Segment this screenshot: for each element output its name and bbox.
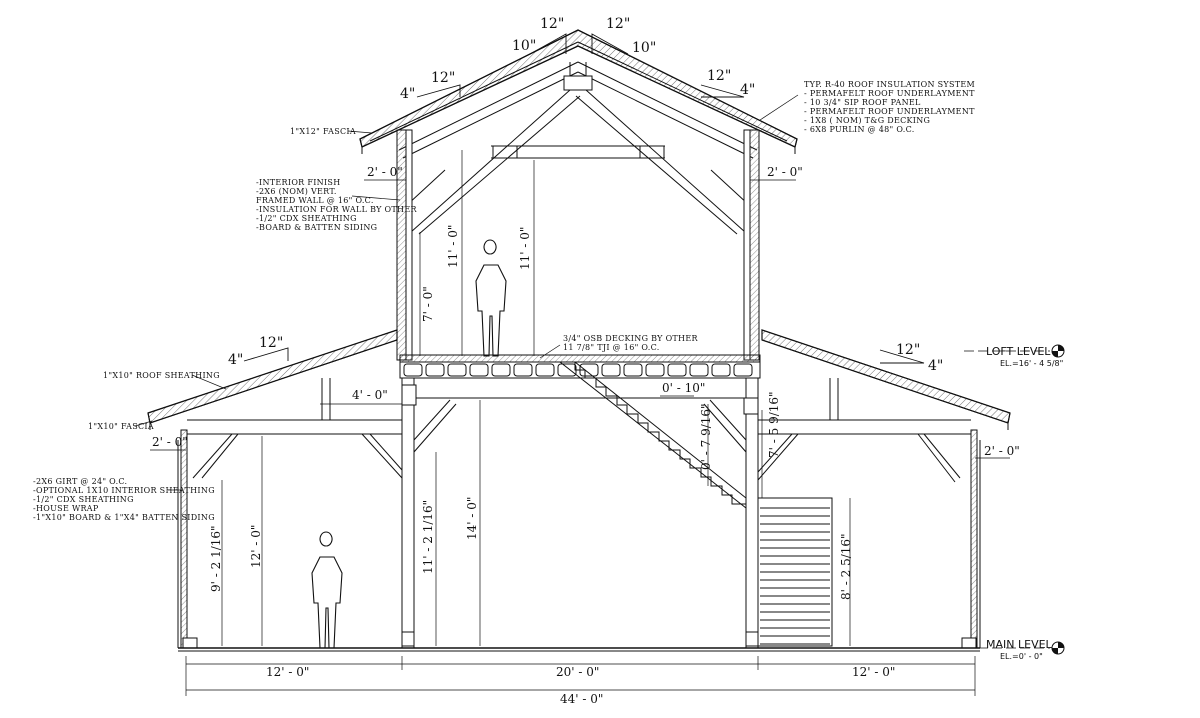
dim-main-post: 11' - 2 1/16" (421, 500, 435, 574)
stair (559, 361, 833, 647)
svg-text:-2X6 (NOM) VERT.: -2X6 (NOM) VERT. (256, 187, 337, 196)
dim-overhang-upper-left: 2' - 0" (367, 165, 403, 179)
upper-trusses (398, 61, 758, 235)
roof-insulation-note: TYP. R-40 ROOF INSULATION SYSTEM - PERMA… (804, 80, 975, 134)
pitch-run-upper-right: 12" (707, 68, 731, 84)
lower-roof-right (761, 329, 1011, 430)
svg-text:- PERMAFELT ROOF UNDERLAYMENT: - PERMAFELT ROOF UNDERLAYMENT (804, 89, 975, 98)
dimension-text: 2' - 0" 2' - 0" 2' - 0" 2' - 0" 4' - 0" … (152, 165, 1020, 706)
svg-text:-2X6 GIRT @ 24" O.C.: -2X6 GIRT @ 24" O.C. (33, 477, 127, 486)
tji-joist (689, 363, 709, 377)
svg-text:3/4" OSB DECKING BY OTHER: 3/4" OSB DECKING BY OTHER (563, 334, 698, 343)
pitch-run-lower-right: 12" (896, 342, 920, 358)
svg-text:-1"X10" BOARD & 1"X4" BATTEN S: -1"X10" BOARD & 1"X4" BATTEN SIDING (33, 513, 215, 522)
dim-post-offset: 4' - 0" (352, 388, 388, 402)
person-main (311, 531, 343, 649)
tji-joist (601, 363, 621, 377)
svg-text:TYP. R-40 ROOF INSULATION SYST: TYP. R-40 ROOF INSULATION SYSTEM (804, 80, 975, 89)
tji-joist (425, 363, 445, 377)
lower-fascia-note: 1"X10" FASCIA (88, 422, 154, 431)
dim-bay-center: 20' - 0" (556, 665, 599, 679)
pitch-rise-right: 10" (632, 40, 656, 56)
dim-lean-to-wall: 9' - 2 1/16" (209, 525, 223, 592)
svg-text:-INSULATION FOR WALL BY OTHER: -INSULATION FOR WALL BY OTHER (256, 205, 417, 214)
leader-lines (134, 94, 799, 491)
pitch-rise-left: 10" (512, 38, 536, 54)
dim-overall: 44' - 0" (560, 692, 603, 706)
svg-text:- 1X8 ( NOM) T&G DECKING: - 1X8 ( NOM) T&G DECKING (804, 116, 930, 125)
tji-joist (535, 363, 555, 377)
tji-joist (513, 363, 533, 377)
svg-text:-1/2" CDX SHEATHING: -1/2" CDX SHEATHING (33, 495, 134, 504)
dim-stair-riser: 0' - 7 9/16" (699, 403, 713, 470)
pitch-rise-upper-right: 4" (740, 82, 755, 98)
dim-lean-to-height: 12' - 0" (249, 525, 263, 568)
tji-joist (733, 363, 753, 377)
upper-roof (359, 29, 798, 154)
tji-joist (469, 363, 489, 377)
svg-text:-HOUSE WRAP: -HOUSE WRAP (33, 504, 99, 513)
loft-level-elevation: EL.=16' - 4 5/8" (1000, 359, 1063, 368)
person-loft (475, 239, 507, 357)
pitch-rise-upper-left: 4" (400, 86, 415, 102)
svg-text:-OPTIONAL 1X10 INTERIOR SHEATH: -OPTIONAL 1X10 INTERIOR SHEATHING (33, 486, 215, 495)
pitch-run-upper-left: 12" (431, 70, 455, 86)
loft-level-label: LOFT LEVEL (986, 345, 1051, 358)
pitch-rise-lower-right: 4" (928, 358, 943, 374)
upper-wall-note: -INTERIOR FINISH -2X6 (NOM) VERT. FRAMED… (256, 178, 417, 232)
svg-text:- 6X8 PURLIN @ 48" O.C.: - 6X8 PURLIN @ 48" O.C. (804, 125, 915, 134)
upper-fascia-note: 1"X12" FASCIA (290, 127, 356, 136)
dim-loft-ceiling-1: 11' - 0" (446, 225, 460, 268)
tji-joist (667, 363, 687, 377)
dim-loft-wall: 7' - 0" (421, 286, 435, 322)
dimension-lines (150, 150, 1050, 696)
pitch-rise-lower-left: 4" (228, 352, 243, 368)
level-markers: LOFT LEVEL EL.=16' - 4 5/8" MAIN LEVEL E… (986, 344, 1065, 661)
svg-text:-BOARD & BATTEN SIDING: -BOARD & BATTEN SIDING (256, 223, 377, 232)
deck-note: 3/4" OSB DECKING BY OTHER 11 7/8" TJI @ … (563, 334, 698, 352)
pitch-run-lower-left: 12" (259, 335, 283, 351)
dim-overhang-upper-right: 2' - 0" (767, 165, 803, 179)
roof-sheathing-note: 1"X10" ROOF SHEATHING (103, 371, 220, 380)
main-level-elevation: EL.=0' - 0" (1000, 652, 1043, 661)
dim-stair-lower: 7' - 5 9/16" (767, 391, 781, 458)
lower-roof-left (147, 329, 398, 430)
upper-walls (396, 129, 760, 361)
dim-overhang-lower-right: 2' - 0" (984, 444, 1020, 458)
tji-joist (623, 363, 643, 377)
dim-stair-run: 0' - 10" (662, 381, 705, 395)
dim-bay-right: 12' - 0" (852, 665, 895, 679)
tji-joist (645, 363, 665, 377)
tji-joist (711, 363, 731, 377)
dim-loft-ceiling-2: 11' - 0" (518, 227, 532, 270)
svg-text:- 10 3/4" SIP ROOF PANEL: - 10 3/4" SIP ROOF PANEL (804, 98, 921, 107)
lower-wall-note: -2X6 GIRT @ 24" O.C. -OPTIONAL 1X10 INTE… (33, 477, 215, 522)
svg-text:11 7/8" TJI @ 16" O.C.: 11 7/8" TJI @ 16" O.C. (563, 343, 660, 352)
tji-joist (447, 363, 467, 377)
main-level-label: MAIN LEVEL (986, 638, 1053, 651)
tji-joist (491, 363, 511, 377)
main-level-target-icon (1051, 641, 1065, 655)
svg-text:-INTERIOR FINISH: -INTERIOR FINISH (256, 178, 340, 187)
svg-text:-1/2" CDX SHEATHING: -1/2" CDX SHEATHING (256, 214, 357, 223)
pitch-run-right: 12" (606, 16, 630, 32)
pitch-symbols: 12" 12" 10" 10" 12" 4" 12" 4" 12" 4" 12"… (228, 16, 943, 374)
annotations: TYP. R-40 ROOF INSULATION SYSTEM - PERMA… (33, 80, 975, 522)
svg-text:- PERMAFELT ROOF UNDERLAYMENT: - PERMAFELT ROOF UNDERLAYMENT (804, 107, 975, 116)
dim-stair-upper: 8' - 2 5/16" (839, 533, 853, 600)
loft-level-target-icon (1051, 344, 1065, 358)
dim-main-height: 14' - 0" (465, 497, 479, 540)
dim-overhang-lower-left: 2' - 0" (152, 435, 188, 449)
dim-bay-left: 12' - 0" (266, 665, 309, 679)
pitch-run-left: 12" (540, 16, 564, 32)
tji-joist (403, 363, 423, 377)
lower-frame (177, 377, 981, 652)
svg-text:FRAMED WALL @ 16" O.C.: FRAMED WALL @ 16" O.C. (256, 196, 374, 205)
